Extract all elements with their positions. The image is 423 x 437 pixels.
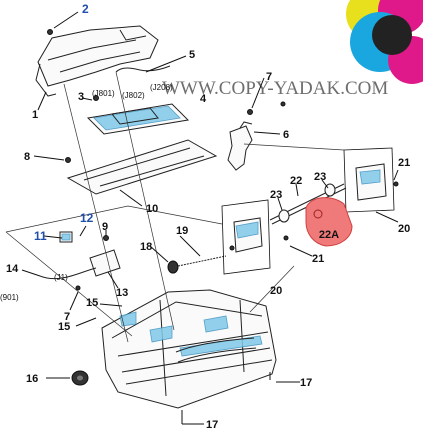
left-sub-box [221, 199, 271, 275]
callout: 1 [32, 109, 38, 121]
callout: 18 [140, 241, 152, 253]
svg-text:(J1): (J1) [54, 273, 68, 282]
svg-text:(J801): (J801) [92, 89, 115, 98]
bracket [227, 121, 253, 171]
cable [115, 65, 171, 73]
connector-labels: (J801) (J802) (J208) (J1) (901) [0, 83, 173, 302]
callout: 6 [283, 129, 289, 141]
callout: 23 [270, 189, 282, 201]
pcb-board [86, 103, 190, 135]
svg-text:(J208): (J208) [150, 83, 173, 92]
callout: 12 [80, 211, 94, 225]
right-sub-box [343, 147, 395, 213]
callout: 15 [58, 321, 70, 333]
callout: 14 [6, 263, 19, 275]
callout: 2 [82, 2, 89, 16]
screws [47, 29, 399, 291]
callout: 15 [86, 297, 98, 309]
callout: 22 [290, 175, 302, 187]
top-frame [35, 25, 159, 97]
callout: 11 [34, 229, 47, 243]
cmyk-logo [346, 0, 423, 84]
callout: 9 [102, 221, 108, 233]
highlight-22a: 22A [305, 197, 353, 247]
callout: 7 [266, 71, 272, 83]
callout: 16 [26, 373, 38, 385]
callout: 17 [300, 377, 312, 389]
callout: 5 [189, 49, 195, 61]
gear-shaft [167, 255, 227, 274]
callout: 7 [64, 311, 70, 323]
callout-22a: 22A [319, 229, 339, 241]
callout: 23 [314, 171, 326, 183]
callout: 21 [312, 253, 324, 265]
callout-labels: 2 1 3 4 5 6 7 8 10 9 11 12 13 14 7 15 15… [6, 2, 410, 431]
drive-shaft [269, 183, 347, 225]
callout: 4 [200, 93, 207, 105]
watermark-text: WWW.COPY-YADAK.COM [162, 78, 388, 99]
callout: 8 [24, 151, 30, 163]
lead-lines [21, 11, 399, 425]
callout: 3 [78, 91, 84, 103]
main-chassis [101, 289, 277, 409]
callout: 10 [146, 203, 158, 215]
guide-lines [5, 71, 345, 343]
drive-gear [71, 370, 89, 386]
base-plate [66, 139, 218, 195]
svg-text:(J802): (J802) [122, 91, 145, 100]
callout: 20 [270, 285, 282, 297]
callout: 13 [116, 287, 128, 299]
callout: 17 [206, 419, 218, 431]
svg-text:(901): (901) [0, 293, 19, 302]
callout: 20 [398, 223, 410, 235]
callout: 21 [398, 157, 410, 169]
callout: 19 [176, 225, 188, 237]
